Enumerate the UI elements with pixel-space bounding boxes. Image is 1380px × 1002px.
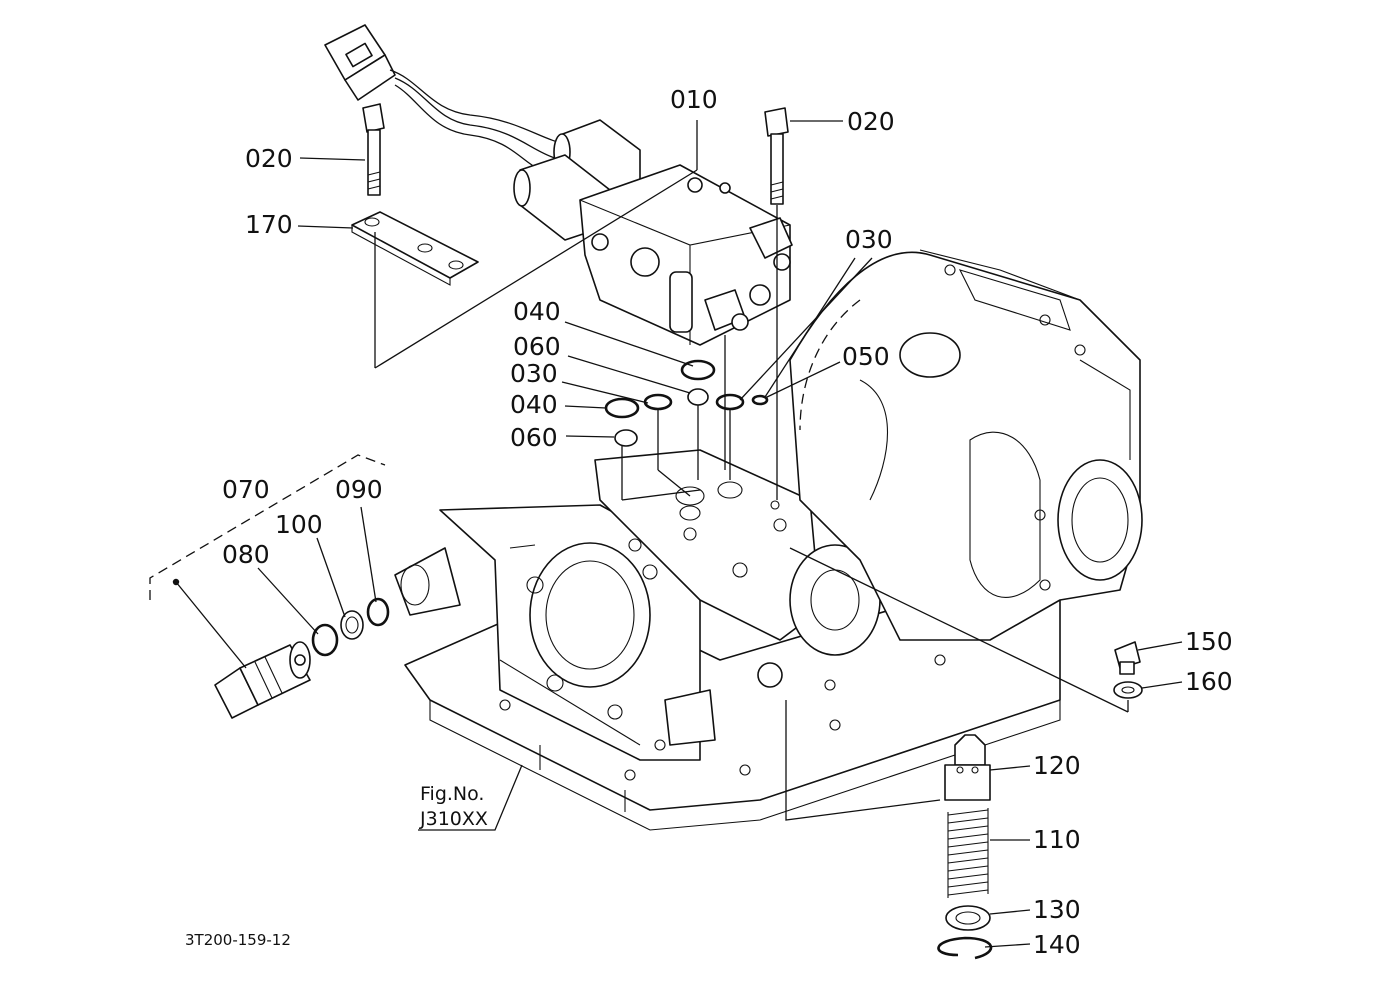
callout-050: 050 [842, 342, 890, 371]
spring-110 [947, 808, 989, 898]
callout-010: 010 [670, 85, 718, 114]
bolt-020-right [764, 107, 789, 205]
callout-080: 080 [222, 540, 270, 569]
callout-060-lower: 060 [510, 423, 558, 452]
callout-090: 090 [335, 475, 383, 504]
callout-130: 130 [1033, 895, 1081, 924]
callout-120: 120 [1033, 751, 1081, 780]
seat-130 [945, 905, 991, 931]
figure-reference-number: J310XX [419, 808, 488, 830]
callout-100: 100 [275, 510, 323, 539]
callout-030-lower: 030 [510, 359, 558, 388]
callout-040-lower: 040 [510, 390, 558, 419]
callout-020-left: 020 [245, 144, 293, 173]
transmission-housing [394, 249, 1143, 831]
plunger-120 [944, 734, 991, 801]
callout-070: 070 [222, 475, 270, 504]
figure-reference-label: Fig.No. [420, 783, 484, 805]
snap-ring-140 [937, 936, 993, 960]
callout-060-upper: 060 [513, 332, 561, 361]
callout-160: 160 [1185, 667, 1233, 696]
relief-valve-070 [214, 597, 390, 719]
leader-lines [149, 120, 1183, 948]
callout-150: 150 [1185, 627, 1233, 656]
callout-020-right: 020 [847, 107, 895, 136]
callout-110: 110 [1033, 825, 1081, 854]
plate-170 [351, 211, 479, 286]
callout-040-upper: 040 [513, 297, 561, 326]
bolt-020-left [362, 103, 385, 196]
seal-rings-group [604, 359, 769, 447]
callout-170: 170 [245, 210, 293, 239]
washer-160 [1113, 681, 1143, 699]
callout-140: 140 [1033, 930, 1081, 959]
drawing-code: 3T200-159-12 [185, 931, 291, 949]
callout-labels: 010 020 020 170 030 040 060 050 030 040 … [185, 85, 1233, 959]
plug-150 [1114, 641, 1141, 675]
callout-030-upper: 030 [845, 225, 893, 254]
